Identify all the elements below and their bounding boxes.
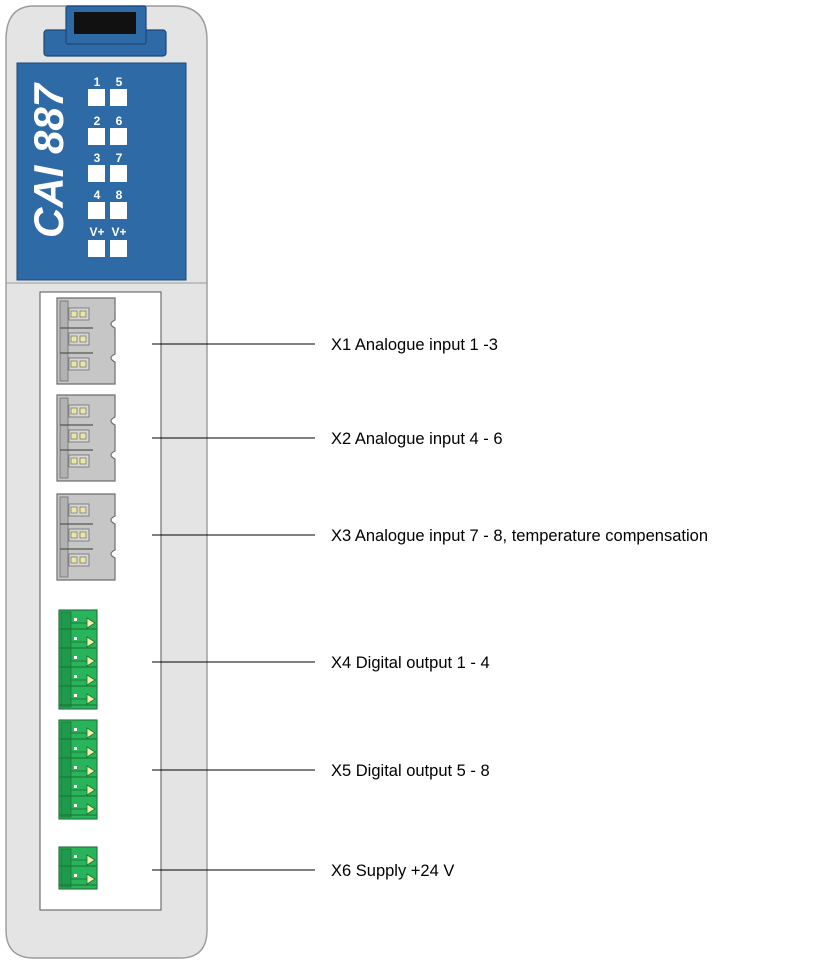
- connector-panel: [39, 291, 162, 911]
- led-indicator: [110, 165, 127, 182]
- led-number: V+: [111, 225, 126, 239]
- led-row-1: 1 5: [88, 75, 127, 106]
- led-number: 8: [116, 188, 123, 202]
- led-indicator: [88, 240, 105, 257]
- x2-label: X2 Analogue input 4 - 6: [331, 430, 503, 448]
- led-grid: 1 5 2 6 3 7 4 8 V+ V+: [88, 75, 127, 257]
- led-row-4: 4 8: [88, 188, 127, 219]
- led-row-5: V+ V+: [88, 225, 127, 257]
- led-number: 2: [94, 114, 101, 128]
- x4-green-connector: [58, 609, 98, 710]
- led-number: 1: [94, 75, 101, 89]
- led-indicator: [88, 202, 105, 219]
- x4-label: X4 Digital output 1 - 4: [331, 654, 490, 672]
- led-number: 3: [94, 151, 101, 165]
- model-name: CAI 887: [25, 82, 72, 238]
- led-number: 7: [116, 151, 123, 165]
- led-indicator: [88, 89, 105, 106]
- x6-green-connector: [58, 846, 98, 890]
- x6-label: X6 Supply +24 V: [331, 862, 454, 880]
- led-indicator: [88, 128, 105, 145]
- led-indicator: [110, 240, 127, 257]
- x3-label: X3 Analogue input 7 - 8, temperature com…: [331, 527, 708, 545]
- led-number: 5: [116, 75, 123, 89]
- x1-grey-connector: [56, 297, 116, 385]
- led-indicator: [110, 202, 127, 219]
- led-number: V+: [89, 225, 104, 239]
- x5-green-connector: [58, 719, 98, 820]
- led-indicator: [110, 89, 127, 106]
- led-indicator: [88, 165, 105, 182]
- led-row-3: 3 7: [88, 151, 127, 182]
- led-number: 6: [116, 114, 123, 128]
- x1-label: X1 Analogue input 1 -3: [331, 336, 498, 354]
- top-latch: [43, 5, 167, 57]
- led-number: 4: [94, 188, 101, 202]
- x2-grey-connector: [56, 394, 116, 482]
- led-row-2: 2 6: [88, 114, 127, 145]
- x5-label: X5 Digital output 5 - 8: [331, 762, 490, 780]
- x3-grey-connector: [56, 493, 116, 581]
- led-indicator: [110, 128, 127, 145]
